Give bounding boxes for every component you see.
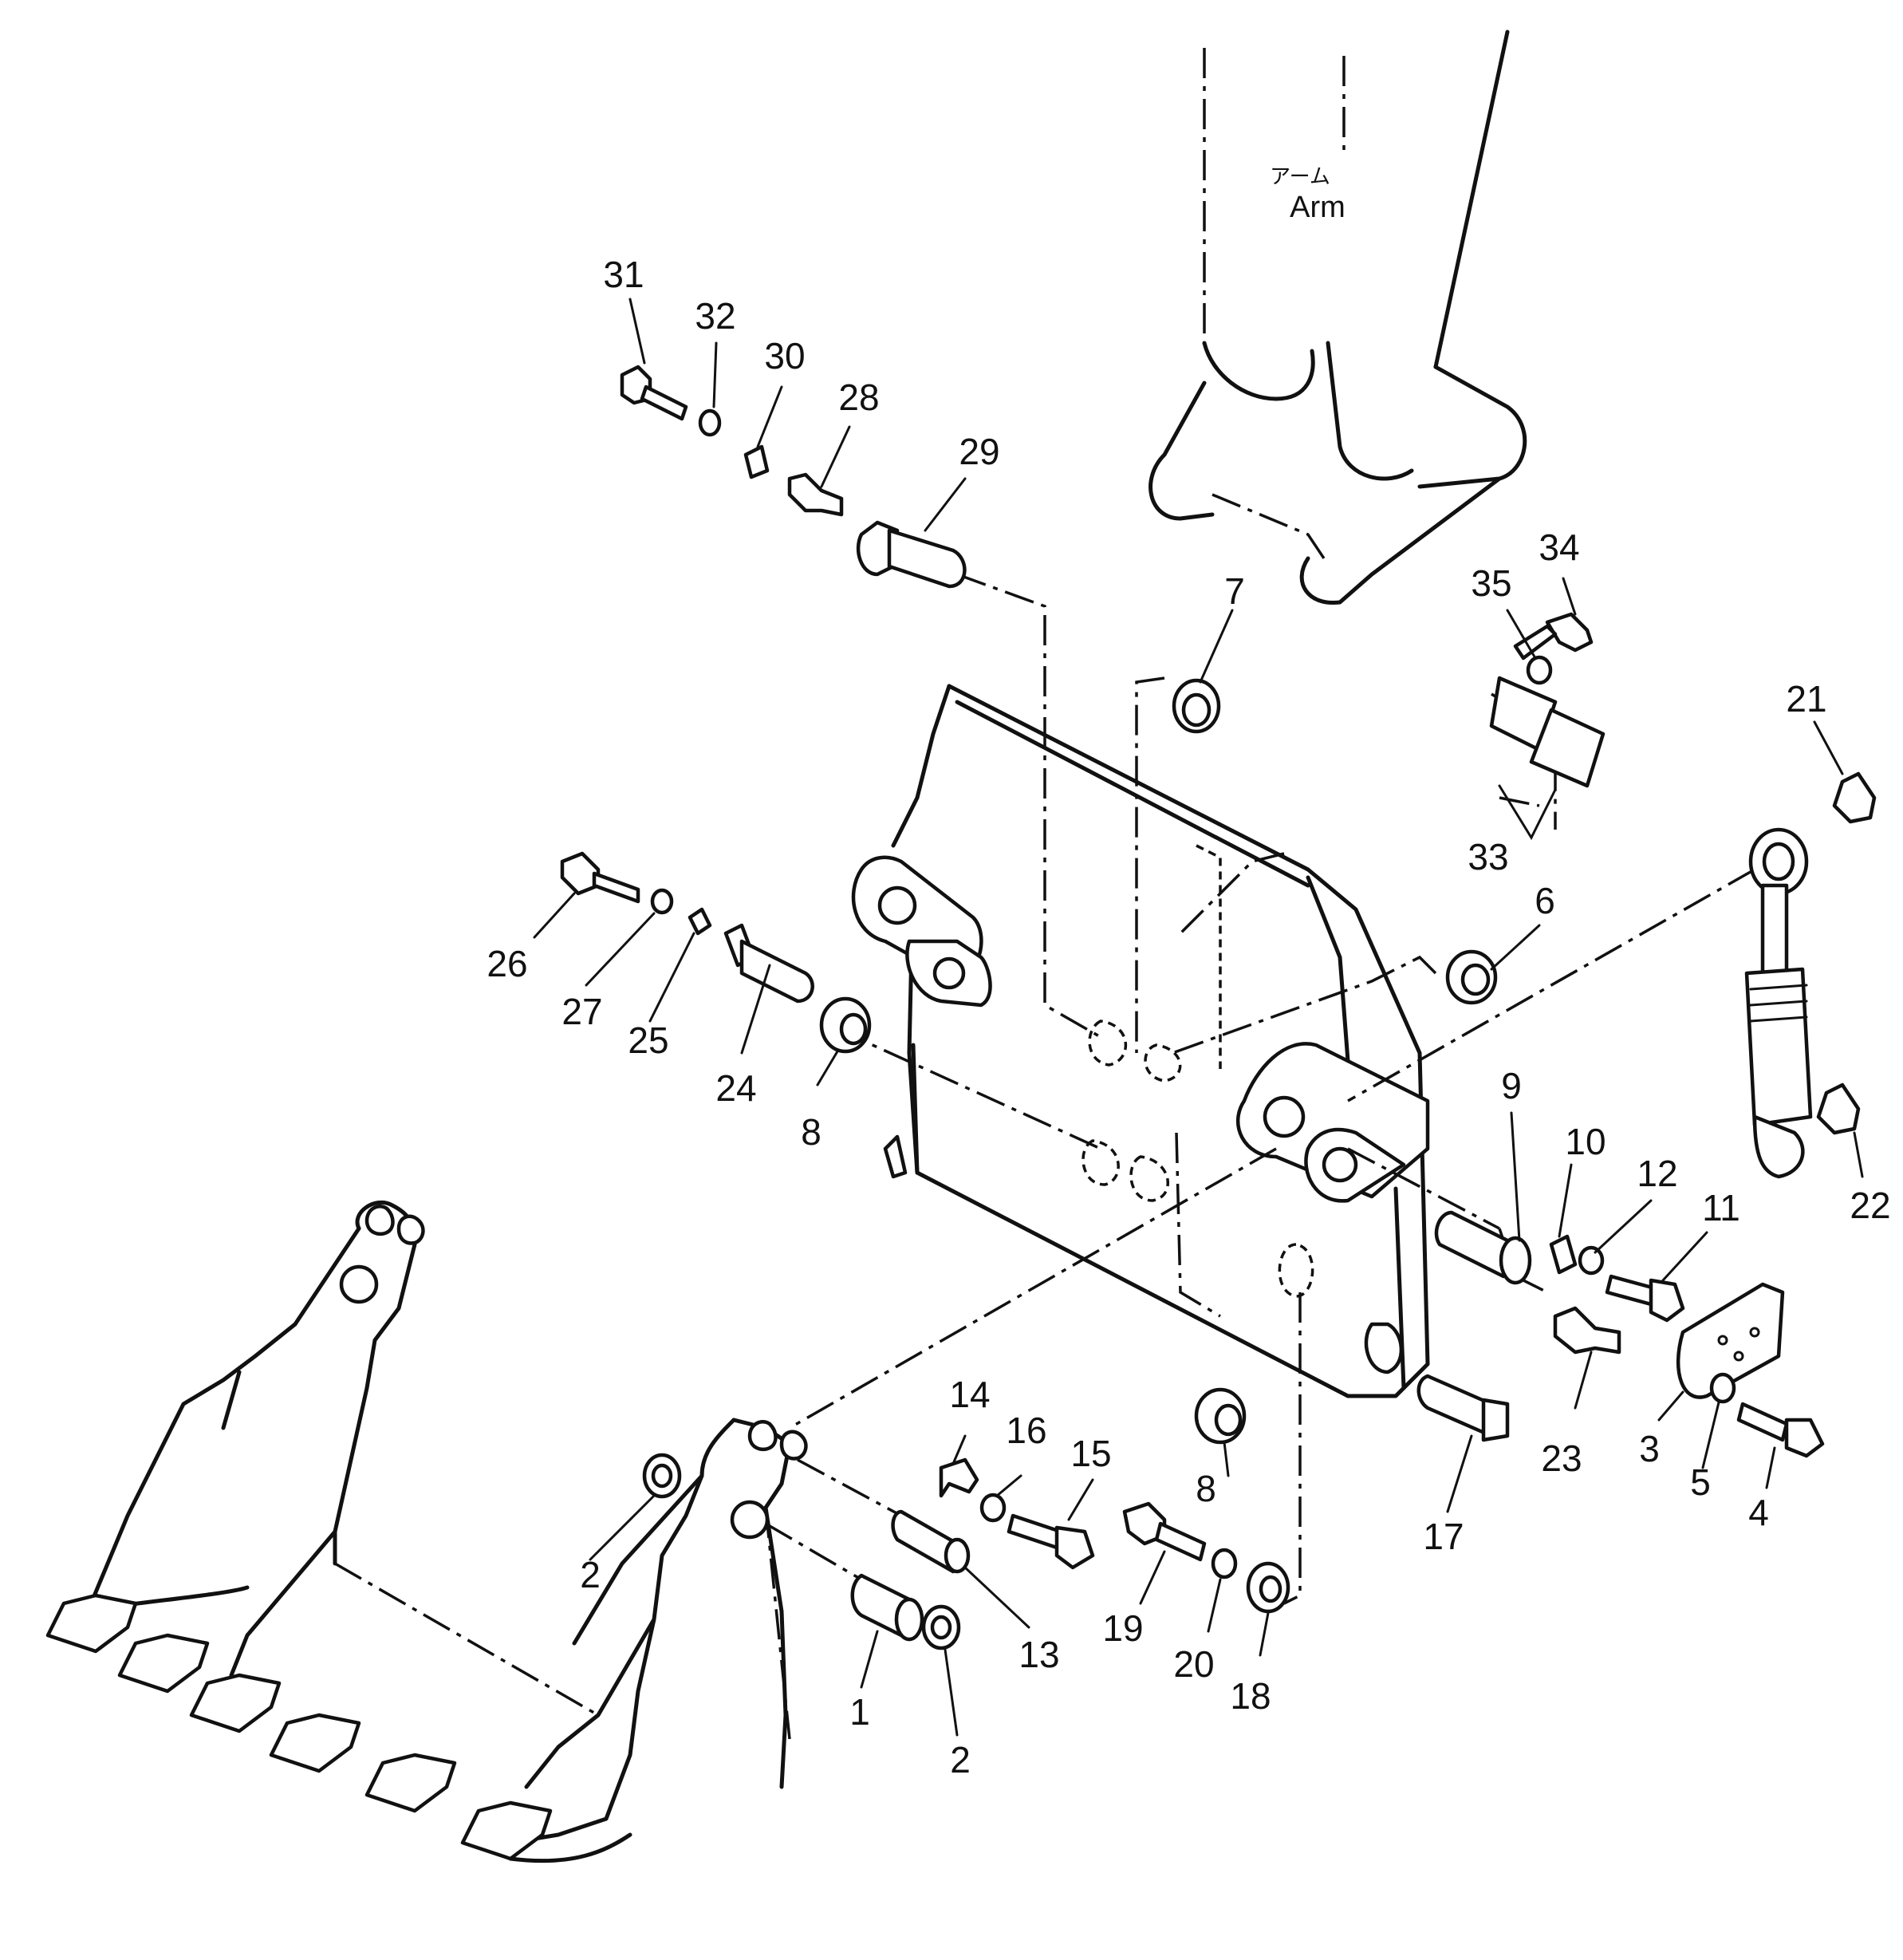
pin-17 [1416,1374,1510,1442]
bolt-11 [1605,1274,1685,1323]
fitting-28 [787,472,844,517]
callout-21: 21 [1786,678,1826,720]
callout-9: 9 [1501,1065,1522,1106]
bushing-1 [850,1573,924,1642]
callout-24: 24 [715,1067,756,1109]
callout-27: 27 [561,991,602,1032]
pin-29 [856,520,967,589]
arm-label-en: Arm [1290,191,1345,224]
callout-10: 10 [1565,1121,1606,1162]
cover-3 [1676,1282,1785,1399]
cylinder [1744,827,1813,1179]
shim-33 [1489,676,1606,841]
washer-12 [1578,1245,1605,1276]
callout-19: 19 [1102,1607,1143,1649]
center-lines [765,573,1755,1605]
plate-25 [688,907,712,936]
callout-2-lower: 2 [950,1739,971,1781]
callout-31: 31 [603,254,644,295]
callout-16: 16 [1006,1410,1046,1451]
callout-2-upper: 2 [580,1554,601,1595]
arm-label-jp: アーム [1270,165,1330,189]
plate-10 [1549,1234,1578,1275]
bushing-13 [891,1509,971,1574]
pin-9 [1434,1210,1532,1285]
bolt-19 [1122,1501,1207,1562]
callout-3: 3 [1639,1428,1660,1469]
parts [560,365,1877,1650]
callout-14: 14 [949,1374,990,1415]
callout-13: 13 [1018,1634,1059,1675]
bracket-frame [851,684,1430,1398]
plate-30 [743,444,770,479]
washer-27 [650,888,674,915]
callout-6: 6 [1535,880,1555,921]
callout-17: 17 [1423,1516,1464,1557]
ring-18 [1246,1561,1290,1614]
washer-16 [979,1493,1007,1523]
callout-34: 34 [1539,526,1579,568]
washer-32 [698,408,722,437]
bushing-6 [1445,949,1498,1005]
pin-24 [723,923,814,1004]
callout-26: 26 [487,943,527,984]
callout-15: 15 [1070,1433,1111,1474]
ring-2-lower [921,1604,961,1650]
callout-30: 30 [764,335,805,377]
fitting-21 [1832,771,1877,824]
callout-18: 18 [1230,1675,1271,1717]
bolt-4 [1736,1402,1825,1458]
washer-5 [1709,1372,1736,1404]
callout-5: 5 [1690,1461,1711,1503]
callout-20: 20 [1173,1643,1214,1685]
callout-28: 28 [838,377,879,418]
callout-leaders [533,298,1864,1737]
fitting-23 [1553,1306,1621,1355]
bushing-8-upper [819,996,872,1054]
bucket [45,1200,808,1863]
callout-11: 11 [1702,1187,1740,1228]
bolt-15 [1007,1513,1095,1570]
washer-20 [1211,1548,1238,1579]
fitting-22 [1816,1083,1861,1135]
callout-7: 7 [1224,570,1245,612]
callout-33: 33 [1468,836,1508,877]
callout-25: 25 [628,1019,668,1061]
callout-8-lower: 8 [1196,1468,1216,1509]
callout-29: 29 [959,431,999,472]
callout-23: 23 [1541,1437,1582,1479]
callout-8-upper: 8 [801,1111,821,1153]
bolt-31 [620,365,688,421]
callout-35: 35 [1471,562,1511,604]
plate-14 [939,1457,979,1498]
bolt-26 [560,851,640,904]
bushing-7 [1172,678,1221,734]
callout-22: 22 [1850,1185,1890,1226]
callout-1: 1 [849,1691,870,1733]
callout-4: 4 [1748,1492,1769,1533]
washer-35 [1526,655,1553,685]
ring-2-upper [642,1453,682,1499]
bushing-8-lower [1194,1387,1247,1445]
callout-numbers: 31 32 30 28 29 7 34 35 33 21 6 26 27 25 … [487,254,1890,1781]
callout-32: 32 [695,295,735,337]
arm-assembly: アーム Arm [1148,30,1527,605]
callout-12: 12 [1637,1153,1677,1194]
bolt-34 [1513,612,1594,661]
